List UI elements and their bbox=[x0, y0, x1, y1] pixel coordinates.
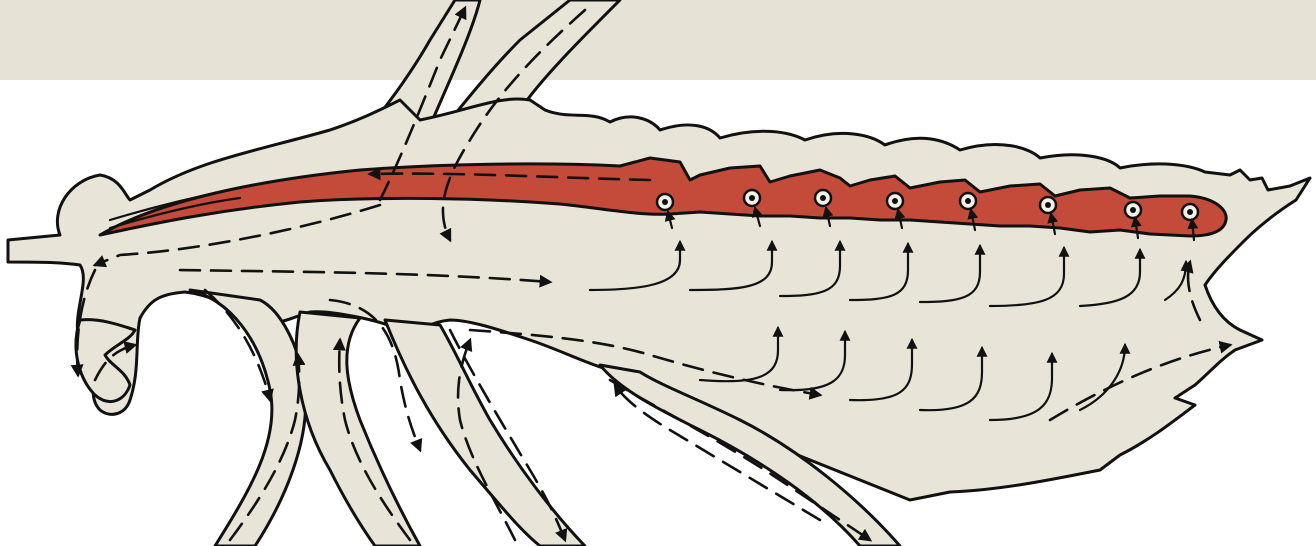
middle-leg-rear bbox=[385, 320, 585, 546]
ostium bbox=[887, 193, 903, 209]
ostium bbox=[960, 193, 976, 209]
ostium bbox=[657, 194, 673, 210]
ostium bbox=[1125, 202, 1141, 218]
ostium bbox=[744, 190, 760, 206]
ostium bbox=[815, 190, 831, 206]
ostium bbox=[1040, 197, 1056, 213]
top-background-band bbox=[0, 0, 1316, 80]
front-leg bbox=[190, 290, 306, 546]
ostium bbox=[1182, 204, 1198, 220]
